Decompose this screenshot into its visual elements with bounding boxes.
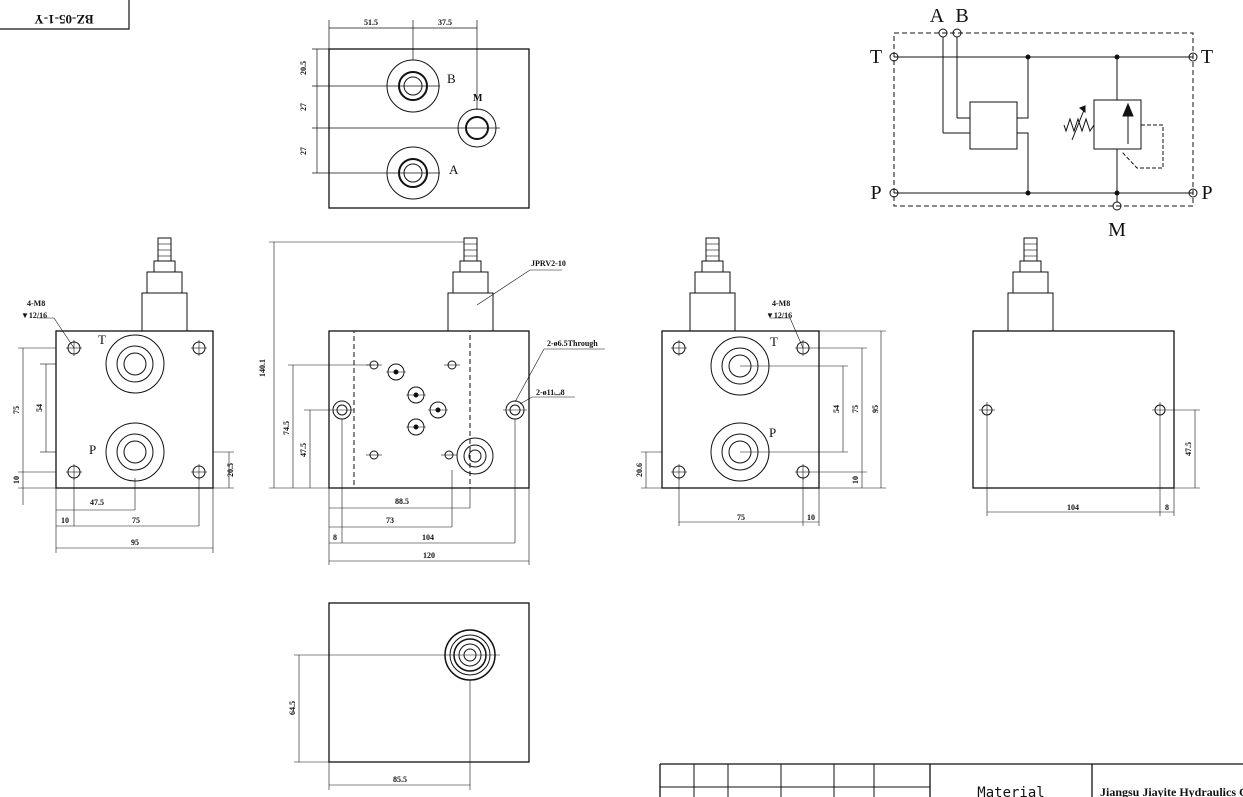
dim-top-37: 37.5 (438, 18, 452, 27)
left-dim-75w: 75 (132, 516, 140, 525)
left-dim-10: 10 (12, 476, 21, 484)
drawing-number-box: BZ-05-1-Y (0, 0, 130, 30)
left-holes-note: 4-M8 (27, 299, 45, 308)
port-label-m: M (473, 93, 483, 104)
dim-top-27b: 27 (299, 147, 308, 155)
front-dim-140: 140.1 (258, 359, 267, 377)
right-dim-75w: 75 (737, 513, 745, 522)
right-holes-note: 4-M8 (772, 299, 790, 308)
front-cbore-note: 2-ø11⌴8 (536, 388, 565, 397)
left-dim-47: 47.5 (90, 498, 104, 507)
schematic-label-t-right: T (1201, 46, 1213, 68)
left-dim-10w: 10 (61, 516, 69, 525)
drawing-number: BZ-05-1-Y (34, 12, 94, 27)
front-dim-88: 88.5 (395, 497, 409, 506)
left-view: 4-M8 ▼12/16 T P 75 54 10 20.5 47.5 10 75… (12, 237, 235, 553)
schematic-label-p-right: P (1201, 182, 1212, 204)
bottom-view: 64.5 85.5 (288, 602, 530, 790)
left-dim-20: 20.5 (226, 463, 235, 477)
schematic-label-a: A (930, 5, 945, 27)
side-dim-8: 8 (1165, 503, 1169, 512)
schematic-label-p-left: P (870, 182, 881, 204)
left-port-p: P (89, 442, 96, 457)
left-dim-95: 95 (131, 538, 139, 547)
side-dim-104: 104 (1067, 503, 1079, 512)
bottom-dim-85: 85.5 (393, 775, 407, 784)
front-through-note: 2-ø6.5Through (547, 339, 598, 348)
front-view: JPRV2-10 2-ø6.5Through 2-ø11⌴8 140.1 74.… (258, 237, 605, 565)
dim-top-20: 20.5 (299, 61, 308, 75)
front-dim-74: 74.5 (282, 421, 291, 435)
schematic-label-m: M (1108, 219, 1126, 241)
right-dim-75: 75 (851, 405, 860, 413)
right-dim-20: 20.6 (635, 463, 644, 477)
right-port-p: P (769, 425, 776, 440)
title-material: Material (977, 785, 1044, 797)
side-view: 47.5 104 8 (972, 237, 1200, 516)
side-dim-47: 47.5 (1184, 442, 1193, 456)
front-dim-120: 120 (423, 551, 435, 560)
front-dim-73: 73 (386, 516, 394, 525)
top-view: 51.5 37.5 20.5 27 27 B A M (299, 18, 530, 209)
right-dim-54: 54 (832, 405, 841, 413)
port-label-b: B (447, 71, 456, 86)
title-block: Material Jiangsu Jiayite Hydraulics Co.,… (659, 763, 1243, 797)
front-valve-note: JPRV2-10 (531, 259, 566, 268)
right-view: 4-M8 ▼12/16 T P 54 75 95 10 20.6 75 10 (635, 237, 886, 526)
front-dim-8: 8 (333, 533, 337, 542)
front-dim-104: 104 (422, 533, 434, 542)
dim-top-51: 51.5 (364, 18, 378, 27)
dim-top-27a: 27 (299, 103, 308, 111)
title-company: Jiangsu Jiayite Hydraulics Co.,L (1100, 785, 1243, 797)
schematic-label-t-left: T (870, 46, 882, 68)
right-port-t: T (770, 334, 778, 349)
right-dim-95: 95 (871, 405, 880, 413)
right-dim-10w: 10 (807, 513, 815, 522)
right-dim-10: 10 (851, 476, 860, 484)
right-depth-note: ▼12/16 (766, 311, 792, 320)
hydraulic-schematic: A B T T P P M (870, 5, 1213, 241)
port-label-a: A (449, 162, 459, 177)
left-dim-54: 54 (35, 404, 44, 412)
schematic-label-b: B (955, 5, 968, 27)
left-dim-75: 75 (12, 406, 21, 414)
front-dim-47: 47.5 (299, 443, 308, 457)
bottom-dim-64: 64.5 (288, 701, 297, 715)
left-depth-note: ▼12/16 (21, 311, 47, 320)
left-port-t: T (98, 332, 106, 347)
